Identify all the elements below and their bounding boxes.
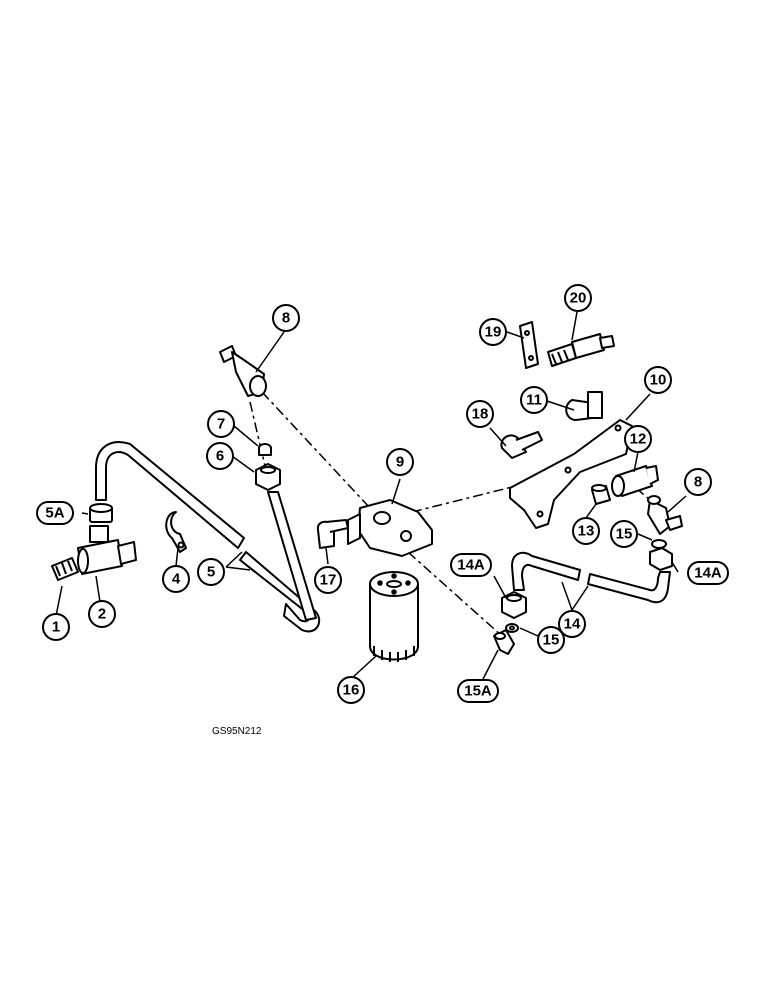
callout-1: 1 (42, 613, 70, 641)
part-12-fitting (611, 465, 659, 497)
svg-text:4: 4 (172, 571, 181, 588)
callout-12: 12 (624, 425, 652, 453)
part-10-bracket (509, 419, 633, 529)
svg-text:7: 7 (217, 416, 225, 433)
callout-9: 9 (386, 448, 414, 476)
svg-text:13: 13 (578, 523, 595, 540)
svg-text:2: 2 (98, 606, 106, 623)
callout-14a-right: 14A (687, 561, 729, 585)
svg-text:9: 9 (396, 454, 404, 471)
part-14a-nut-left (501, 591, 527, 619)
part-15-washer-left (505, 623, 519, 633)
callout-15a: 15A (457, 679, 499, 703)
callout-16: 16 (337, 676, 365, 704)
alignment-line-filter-to-elbow (407, 551, 503, 637)
part-17-clamp (316, 519, 349, 549)
callout-4: 4 (162, 565, 190, 593)
callout-19: 19 (479, 318, 507, 346)
callout-2: 2 (88, 600, 116, 628)
svg-text:6: 6 (216, 448, 224, 465)
part-16-filter (369, 571, 419, 662)
svg-text:14: 14 (564, 616, 581, 633)
callout-7: 7 (207, 410, 235, 438)
alignment-line-valve-to-filter (261, 391, 371, 509)
svg-text:15A: 15A (464, 683, 492, 700)
part-18-clip (500, 431, 543, 459)
svg-text:15: 15 (616, 526, 633, 543)
part-9-filter-head (347, 499, 433, 557)
part-15-washer-right (651, 539, 667, 549)
callout-5a: 5A (36, 501, 74, 525)
svg-text:8: 8 (694, 474, 702, 491)
svg-text:14A: 14A (694, 565, 722, 582)
callout-8-right: 8 (684, 468, 712, 496)
part-8-valve-right (647, 495, 683, 535)
part-5a-plug (89, 503, 113, 523)
part-5-tube (95, 441, 321, 633)
svg-text:10: 10 (650, 372, 667, 389)
alignment-line-valve-to-nut (249, 401, 267, 471)
part-11-clip (565, 391, 603, 421)
callout-5: 5 (197, 558, 225, 586)
svg-text:15: 15 (543, 632, 560, 649)
callout-11: 11 (520, 386, 548, 414)
callout-18: 18 (466, 400, 494, 428)
part-20-sender (547, 333, 615, 367)
callout-14: 14 (558, 610, 586, 638)
part-19-plate (519, 321, 539, 369)
svg-text:12: 12 (630, 431, 647, 448)
svg-text:1: 1 (52, 619, 60, 636)
svg-text:17: 17 (320, 572, 337, 589)
callout-15-right: 15 (610, 520, 638, 548)
part-7-ferrule (258, 443, 272, 456)
callout-13: 13 (572, 517, 600, 545)
part-6-nut (255, 463, 281, 491)
callout-14a-left: 14A (450, 553, 492, 577)
svg-text:18: 18 (472, 406, 489, 423)
part-13-bolt (591, 484, 611, 505)
callout-15-left: 15 (537, 626, 565, 654)
svg-text:5A: 5A (45, 505, 64, 522)
callout-20: 20 (564, 284, 592, 312)
svg-text:19: 19 (485, 324, 502, 341)
figure-code: GS95N212 (212, 726, 262, 737)
callout-17: 17 (314, 566, 342, 594)
part-2-tee (77, 525, 137, 575)
callout-6: 6 (206, 442, 234, 470)
svg-text:8: 8 (282, 310, 290, 327)
svg-text:14A: 14A (457, 557, 485, 574)
leader-lines (55, 311, 687, 680)
callout-8-top: 8 (272, 304, 300, 332)
part-8-valve (219, 345, 267, 397)
part-14a-nut-right (649, 547, 673, 571)
svg-text:16: 16 (343, 682, 360, 699)
part-1-adapter (51, 557, 79, 581)
callout-10: 10 (644, 366, 672, 394)
part-15a-elbow (493, 629, 515, 655)
part-4-clip (165, 511, 187, 553)
svg-text:20: 20 (570, 290, 587, 307)
svg-text:11: 11 (526, 392, 542, 409)
svg-text:5: 5 (207, 564, 215, 581)
part-14-fuel-line (511, 551, 671, 604)
alignment-line-filter-to-bracket (411, 486, 513, 513)
